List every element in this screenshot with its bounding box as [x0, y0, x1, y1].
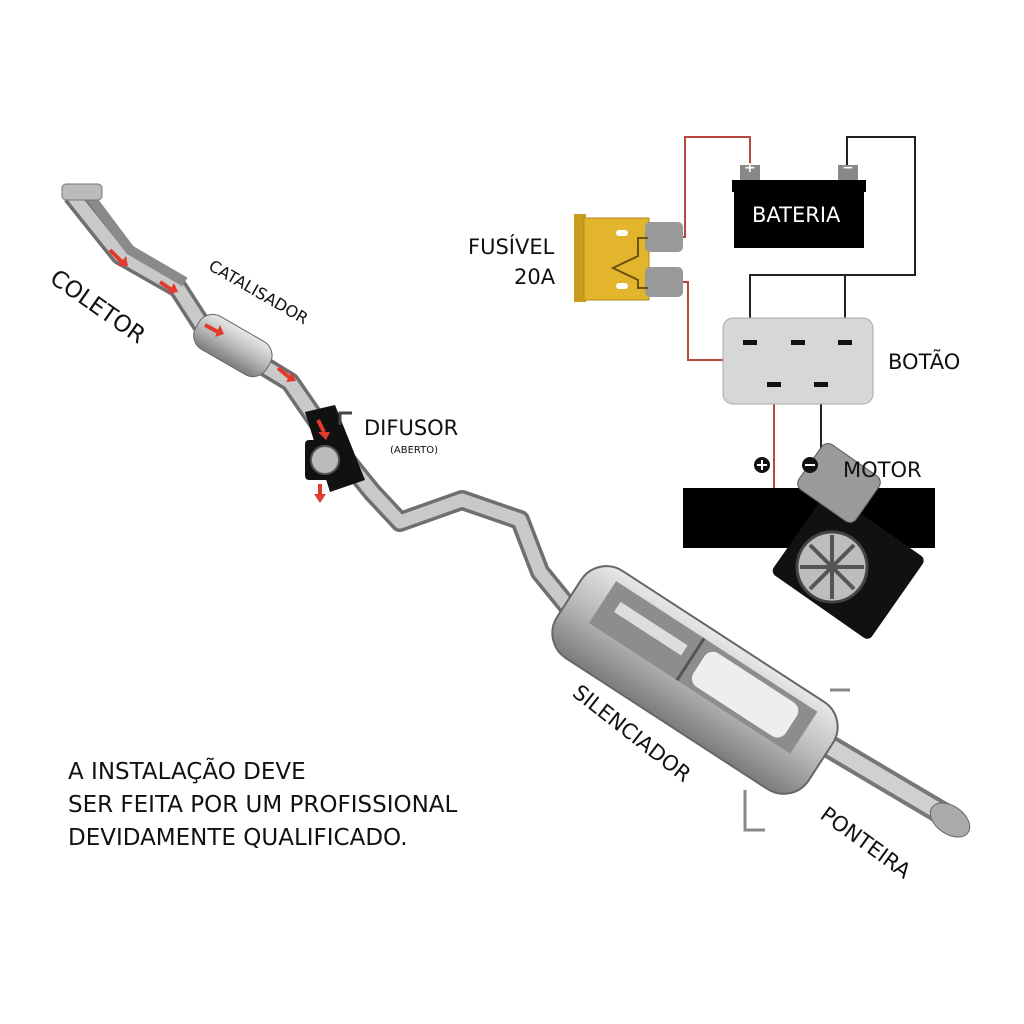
motor — [683, 443, 935, 639]
muffler — [551, 565, 839, 795]
label-difusor: DIFUSOR — [364, 416, 459, 440]
tailpipe-tip — [929, 802, 971, 838]
catalytic-converter — [193, 313, 273, 378]
label-fusivel: FUSÍVEL — [468, 235, 555, 259]
label-bateria: BATERIA — [752, 203, 841, 227]
positive-terminal — [740, 165, 760, 181]
manifold-flange — [61, 183, 103, 201]
label-motor: MOTOR — [843, 458, 922, 482]
warning-line: DEVIDAMENTE QUALIFICADO. — [68, 825, 408, 851]
flow-arrows — [108, 248, 330, 503]
battery-positive-symbol: + — [744, 160, 756, 176]
switch-button — [722, 317, 874, 405]
warning-line: A INSTALAÇÃO DEVE — [68, 759, 306, 785]
battery — [732, 165, 866, 248]
fuse-20a — [574, 214, 683, 302]
diffuser-valve — [305, 405, 365, 492]
label-fusivel-rating: 20A — [514, 265, 556, 289]
installation-warning: A INSTALAÇÃO DEVE SER FEITA POR UM PROFI… — [68, 756, 457, 855]
negative-terminal — [838, 165, 858, 181]
warning-line: SER FEITA POR UM PROFISSIONAL — [68, 792, 458, 818]
label-botao: BOTÃO — [888, 350, 961, 374]
label-difusor-state: (ABERTO) — [390, 445, 439, 456]
battery-negative-symbol: − — [842, 160, 854, 176]
